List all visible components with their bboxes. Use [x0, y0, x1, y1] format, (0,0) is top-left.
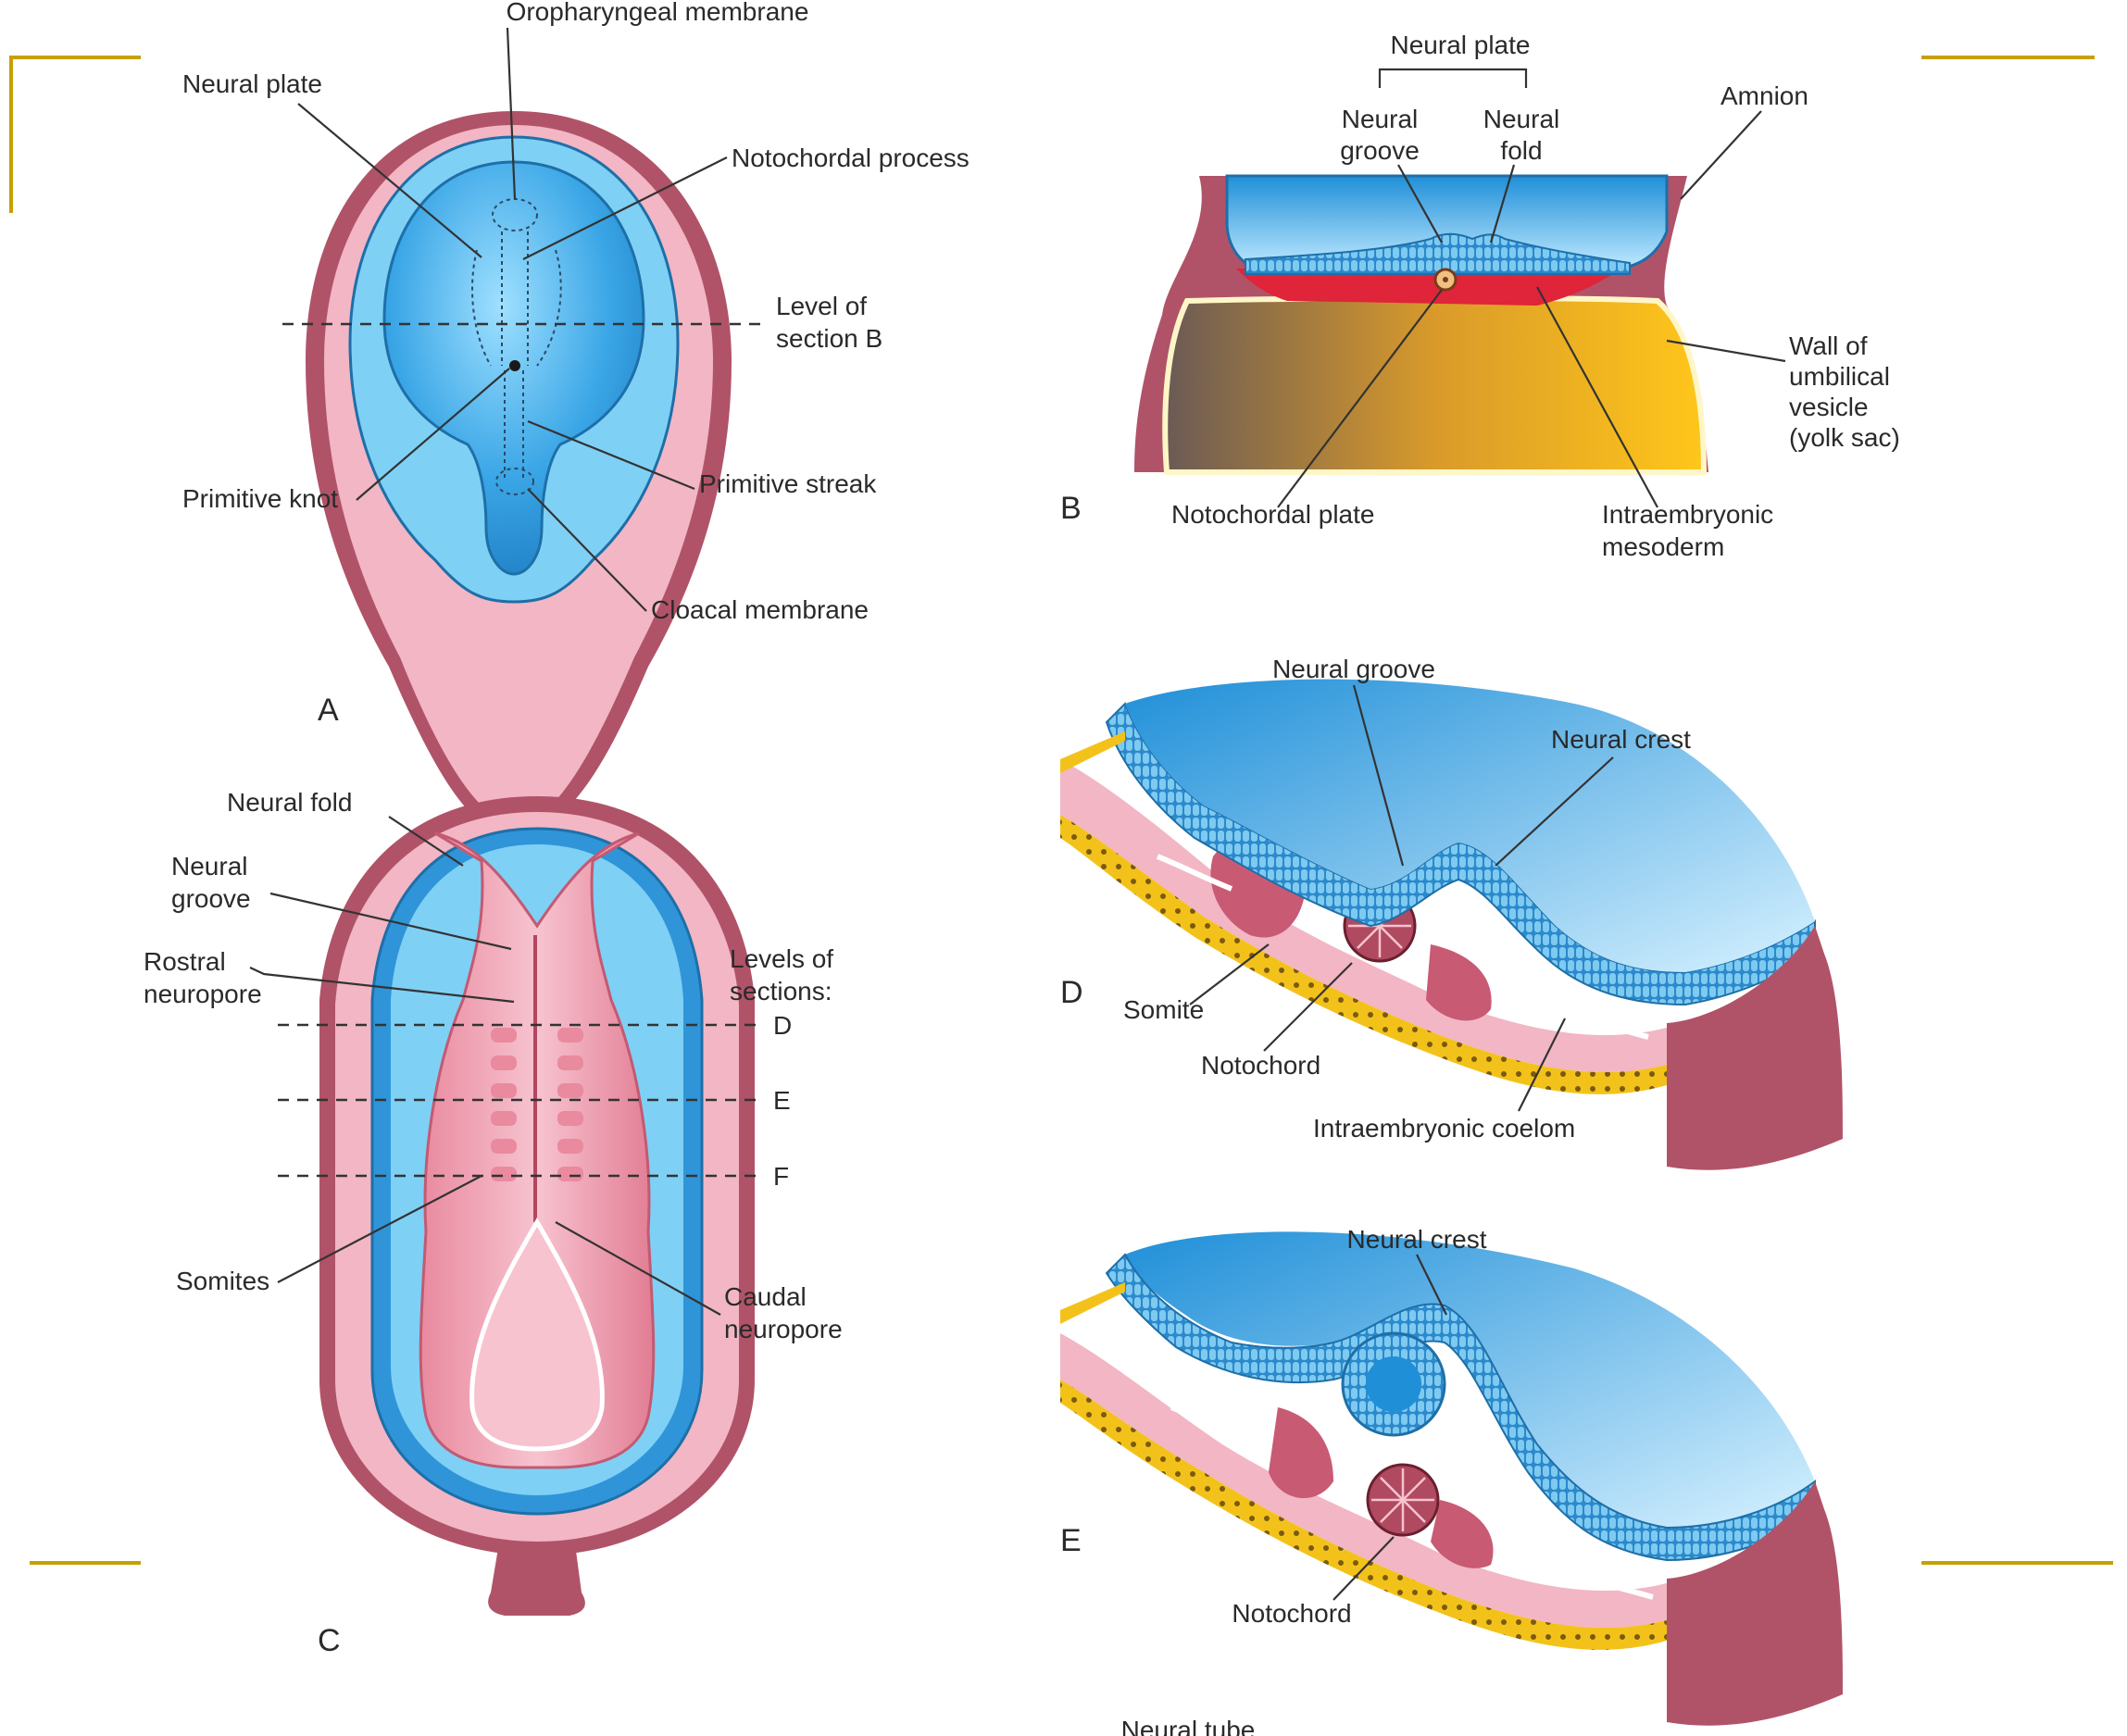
panel-c-somites: [491, 1028, 583, 1181]
panel-e-somite-right: [1431, 1500, 1494, 1568]
panel-d-amnion-top: [1125, 679, 1815, 972]
label-level-e: E: [773, 1086, 791, 1115]
corner-bracket-top-left: [9, 56, 141, 213]
label-notochordal-process: Notochordal process: [732, 144, 970, 172]
label-wall-3: vesicle: [1789, 393, 1869, 421]
notochordal-process-axis: [501, 231, 529, 366]
panel-e-body-wall: [1667, 1481, 1843, 1726]
label-somite: Somite: [1123, 995, 1204, 1024]
label-levels-2: sections:: [730, 977, 832, 1005]
label-neural-groove-c-2: groove: [171, 884, 251, 913]
label-amnion: Amnion: [1720, 81, 1808, 110]
panel-e-coelom-left: [1170, 1405, 1247, 1443]
label-mesoderm-2: mesoderm: [1602, 532, 1724, 561]
label-wall-2: umbilical: [1789, 362, 1890, 391]
panel-e-yolk-left: [1060, 1282, 1125, 1324]
panel-d-coelom-left: [1156, 854, 1233, 892]
label-notochord-d: Notochord: [1201, 1051, 1320, 1080]
label-neural-crest-d: Neural crest: [1551, 725, 1691, 754]
notochordal-process-outline: [471, 249, 562, 367]
bracket-neural-plate-b: [1378, 68, 1528, 88]
label-caudal-1: Caudal: [724, 1282, 807, 1311]
panel-letter-b: B: [1060, 491, 1082, 526]
panel-d-body-wall: [1667, 926, 1843, 1170]
label-notochord-e: Notochord: [1232, 1599, 1351, 1628]
label-neural-plate-b: Neural plate: [1391, 31, 1531, 59]
panel-b-leader-lines: [1277, 110, 1786, 508]
label-level-f: F: [773, 1162, 789, 1191]
label-neural-groove-c-1: Neural: [171, 852, 247, 880]
label-primitive-streak: Primitive streak: [699, 469, 877, 498]
label-neural-fold-c: Neural fold: [227, 788, 352, 817]
label-neural-tube: Neural tube: [1121, 1716, 1256, 1736]
label-level-line1: Level of: [776, 292, 867, 320]
panel-e-amnion-top: [1125, 1231, 1815, 1528]
panel-c-drawing: [319, 796, 755, 1616]
label-neural-groove-b-2: groove: [1340, 136, 1420, 165]
label-wall-4: (yolk sac): [1789, 423, 1900, 452]
panel-e-neural-tube-lumen: [1366, 1356, 1421, 1412]
panel-b-neural-plate: [1245, 232, 1631, 275]
panel-letter-c: C: [318, 1623, 341, 1658]
label-neural-plate-a: Neural plate: [182, 69, 322, 98]
cloacal-membrane-outline: [495, 468, 534, 495]
label-somites: Somites: [176, 1267, 269, 1295]
panel-c-leader-lines: [249, 816, 721, 1316]
label-levels-1: Levels of: [730, 944, 833, 973]
label-mesoderm-1: Intraembryonic: [1602, 500, 1773, 529]
panel-d-coelom: [1532, 997, 1649, 1040]
primitive-knot-dot: [509, 360, 520, 371]
label-neural-groove-b-1: Neural: [1342, 105, 1418, 133]
label-caudal-2: neuropore: [724, 1315, 843, 1343]
panel-d-drawing: [1060, 679, 1843, 1170]
panel-e-drawing: [1060, 1231, 1843, 1726]
label-oropharyngeal-membrane: Oropharyngeal membrane: [507, 0, 809, 26]
panel-b-mesoderm: [1236, 269, 1620, 306]
label-neural-groove-d: Neural groove: [1272, 655, 1435, 683]
panel-e-somite-left: [1269, 1407, 1333, 1499]
panel-letter-d: D: [1060, 975, 1083, 1010]
slide-border-lines: [9, 56, 2113, 1565]
primitive-streak-outline: [504, 370, 524, 481]
panel-letter-a: A: [318, 693, 339, 728]
label-notochordal-plate: Notochordal plate: [1171, 500, 1374, 529]
panel-letter-e: E: [1060, 1523, 1082, 1558]
panel-e-coelom: [1541, 1567, 1654, 1600]
label-neural-fold-b-2: fold: [1500, 136, 1542, 165]
panel-d-leader-lines: [1189, 684, 1614, 1112]
label-primitive-knot: Primitive knot: [182, 484, 338, 513]
panel-e-notochord-cells: [1371, 1468, 1434, 1531]
label-neural-crest-e: Neural crest: [1347, 1225, 1487, 1254]
panel-d-mesoderm: [1060, 759, 1667, 1073]
panel-d-somite-right: [1426, 944, 1492, 1021]
label-wall-1: Wall of: [1789, 331, 1868, 360]
label-neural-fold-b-1: Neural: [1483, 105, 1559, 133]
panel-e-leader-lines: [1333, 1254, 1447, 1601]
panel-c-stalk: [488, 1537, 585, 1616]
panel-d-yolk-left: [1060, 731, 1125, 773]
panel-e-mesoderm: [1060, 1333, 1667, 1629]
label-rostral-1: Rostral: [144, 947, 226, 976]
label-cloacal-membrane: Cloacal membrane: [651, 595, 869, 624]
panel-a-leader-lines: [297, 27, 728, 612]
panel-b-drawing: [1134, 174, 1708, 475]
panel-c-section-lines: [278, 1023, 764, 1178]
label-level-line2: section B: [776, 324, 882, 353]
panel-c-caudal-neuropore: [469, 1218, 605, 1452]
label-rostral-2: neuropore: [144, 980, 262, 1008]
label-level-d: D: [773, 1011, 792, 1040]
label-coelom: Intraembryonic coelom: [1313, 1114, 1575, 1143]
